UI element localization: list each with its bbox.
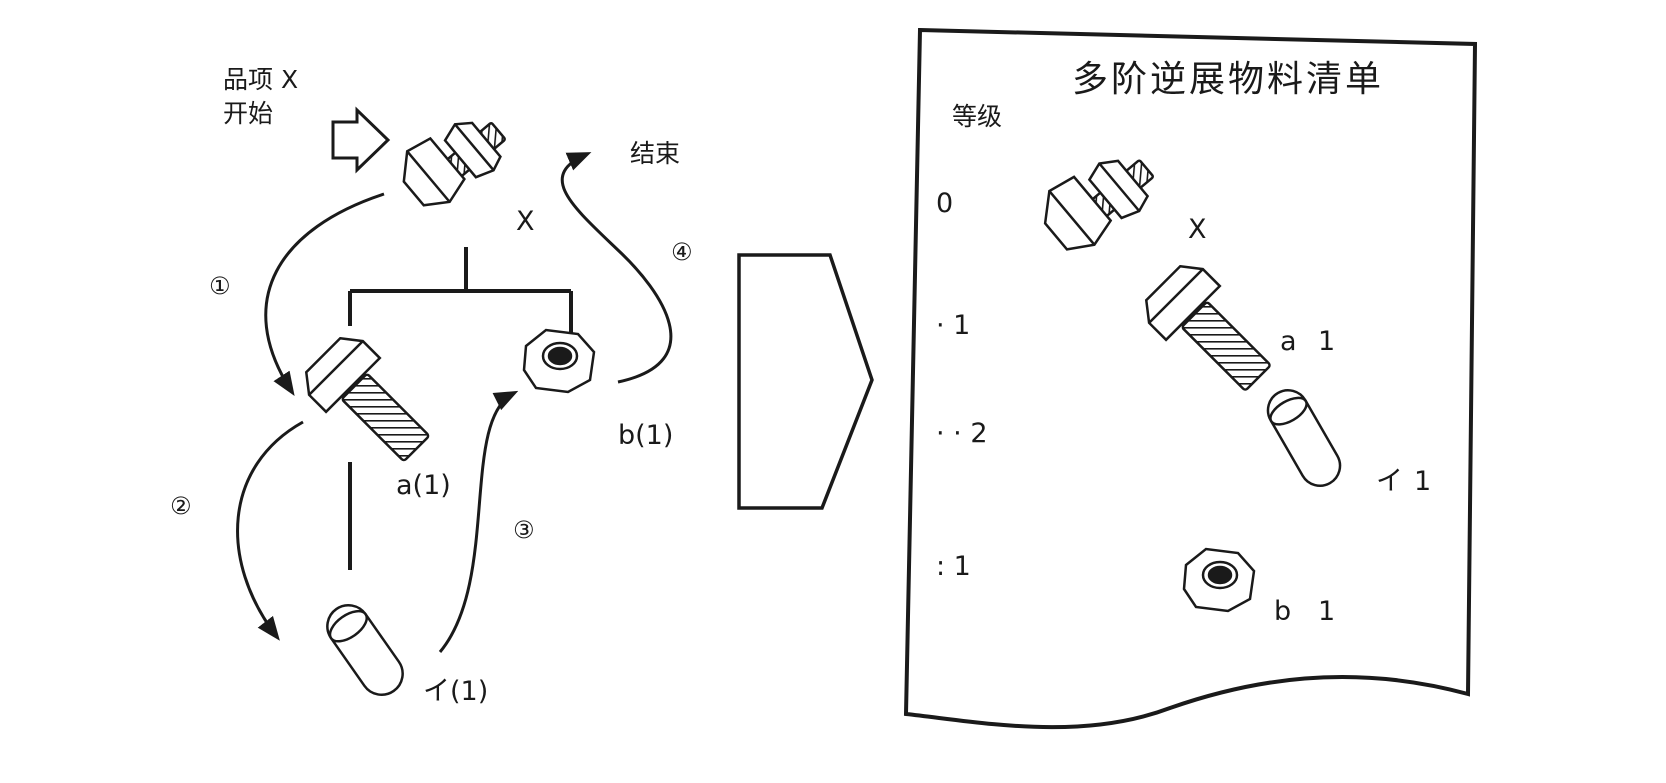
report-item-i: イ bbox=[1376, 466, 1403, 497]
report-title: 多阶逆展物料清单 bbox=[1072, 59, 1385, 100]
report-item-b: b bbox=[1274, 596, 1292, 627]
start-item-label: 品项 X bbox=[223, 65, 299, 94]
start-arrow-icon bbox=[331, 106, 391, 174]
report-item-a: a bbox=[1280, 326, 1297, 357]
item-a-label: a(1) bbox=[396, 470, 451, 501]
item-x-label: X bbox=[516, 206, 535, 237]
level-row-3: : 1 bbox=[936, 551, 971, 582]
level-row-2: · · 2 bbox=[936, 418, 988, 449]
traversal-arrow-2 bbox=[236, 420, 304, 641]
nut-b-icon bbox=[522, 328, 596, 394]
report-qty-a: 1 bbox=[1318, 326, 1336, 357]
pin-i-icon bbox=[326, 603, 404, 697]
report-qty-i: 1 bbox=[1414, 466, 1432, 497]
step-3-label: ③ bbox=[513, 516, 535, 544]
step-2-label: ② bbox=[170, 492, 192, 520]
traversal-arrow-1 bbox=[264, 192, 385, 397]
report-pin-i-icon bbox=[1266, 389, 1342, 487]
report-qty-b: 1 bbox=[1318, 596, 1336, 627]
step-4-label: ④ bbox=[671, 238, 693, 266]
level-row-0: 0 bbox=[936, 188, 954, 219]
tree-connectors bbox=[348, 247, 573, 570]
transform-arrow-icon bbox=[737, 253, 874, 510]
assembly-x-icon bbox=[402, 121, 506, 207]
end-label: 结束 bbox=[630, 139, 681, 168]
item-i-label: イ(1) bbox=[423, 676, 489, 707]
report-item-x: X bbox=[1188, 214, 1207, 245]
bolt-a-icon bbox=[304, 336, 430, 462]
level-row-1: · 1 bbox=[936, 310, 971, 341]
report-assembly-x-icon bbox=[1043, 159, 1154, 251]
level-header: 等级 bbox=[952, 102, 1003, 131]
traversal-arrow-4 bbox=[560, 152, 673, 384]
item-b-label: b(1) bbox=[618, 420, 674, 451]
step-1-label: ① bbox=[209, 272, 231, 300]
traversal-arrow-3 bbox=[438, 390, 519, 653]
start-label: 开始 bbox=[223, 99, 274, 128]
report-bolt-a-icon bbox=[1144, 264, 1271, 391]
report-nut-b-icon bbox=[1182, 547, 1256, 613]
report-paper bbox=[903, 27, 1478, 730]
